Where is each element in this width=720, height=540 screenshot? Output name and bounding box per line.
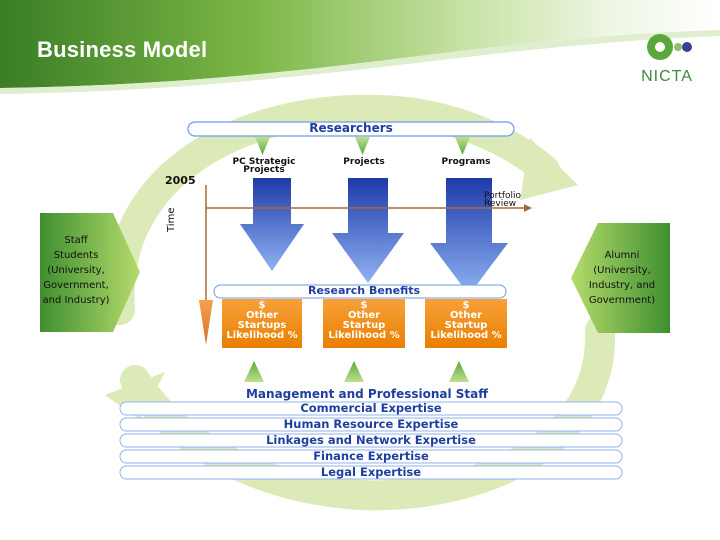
right-panel-text: Alumni (University, Industry, and Govern…	[588, 250, 656, 306]
expertise-row-commercial: Commercial Expertise	[300, 401, 442, 415]
left-panel-text: Staff Students (University, Government, …	[42, 235, 110, 306]
expertise-row-finance: Finance Expertise	[313, 449, 429, 463]
researchers-label: Researchers	[309, 121, 393, 135]
column-heading-programs: Programs	[441, 157, 491, 167]
portfolio-review-label: Portfolio Review	[484, 191, 522, 209]
management-staff-label: Management and Professional Staff	[245, 387, 488, 401]
column-heading-projects: Projects	[343, 157, 385, 167]
slide-title: Business Model	[37, 37, 208, 62]
logo-text: NICTA	[641, 68, 693, 85]
nicta-logo-icon	[647, 34, 692, 60]
expertise-row-legal: Legal Expertise	[320, 465, 422, 479]
expertise-row-human-resource: Human Resource Expertise	[283, 417, 459, 431]
column-heading-pc-strategic: PC Strategic Projects	[232, 157, 296, 175]
expertise-row-linkages: Linkages and Network Expertise	[266, 433, 476, 447]
benefit-box-1: $ Other Startups Likelihood %	[226, 300, 298, 341]
title-band	[0, 0, 720, 94]
year-label: 2005	[165, 174, 196, 187]
benefit-box-2: $ Other Startup Likelihood %	[328, 300, 400, 341]
time-axis-label: Time	[166, 207, 177, 232]
benefit-box-3: $ Other Startup Likelihood %	[430, 300, 502, 341]
research-benefits-label: Research Benefits	[308, 284, 421, 297]
